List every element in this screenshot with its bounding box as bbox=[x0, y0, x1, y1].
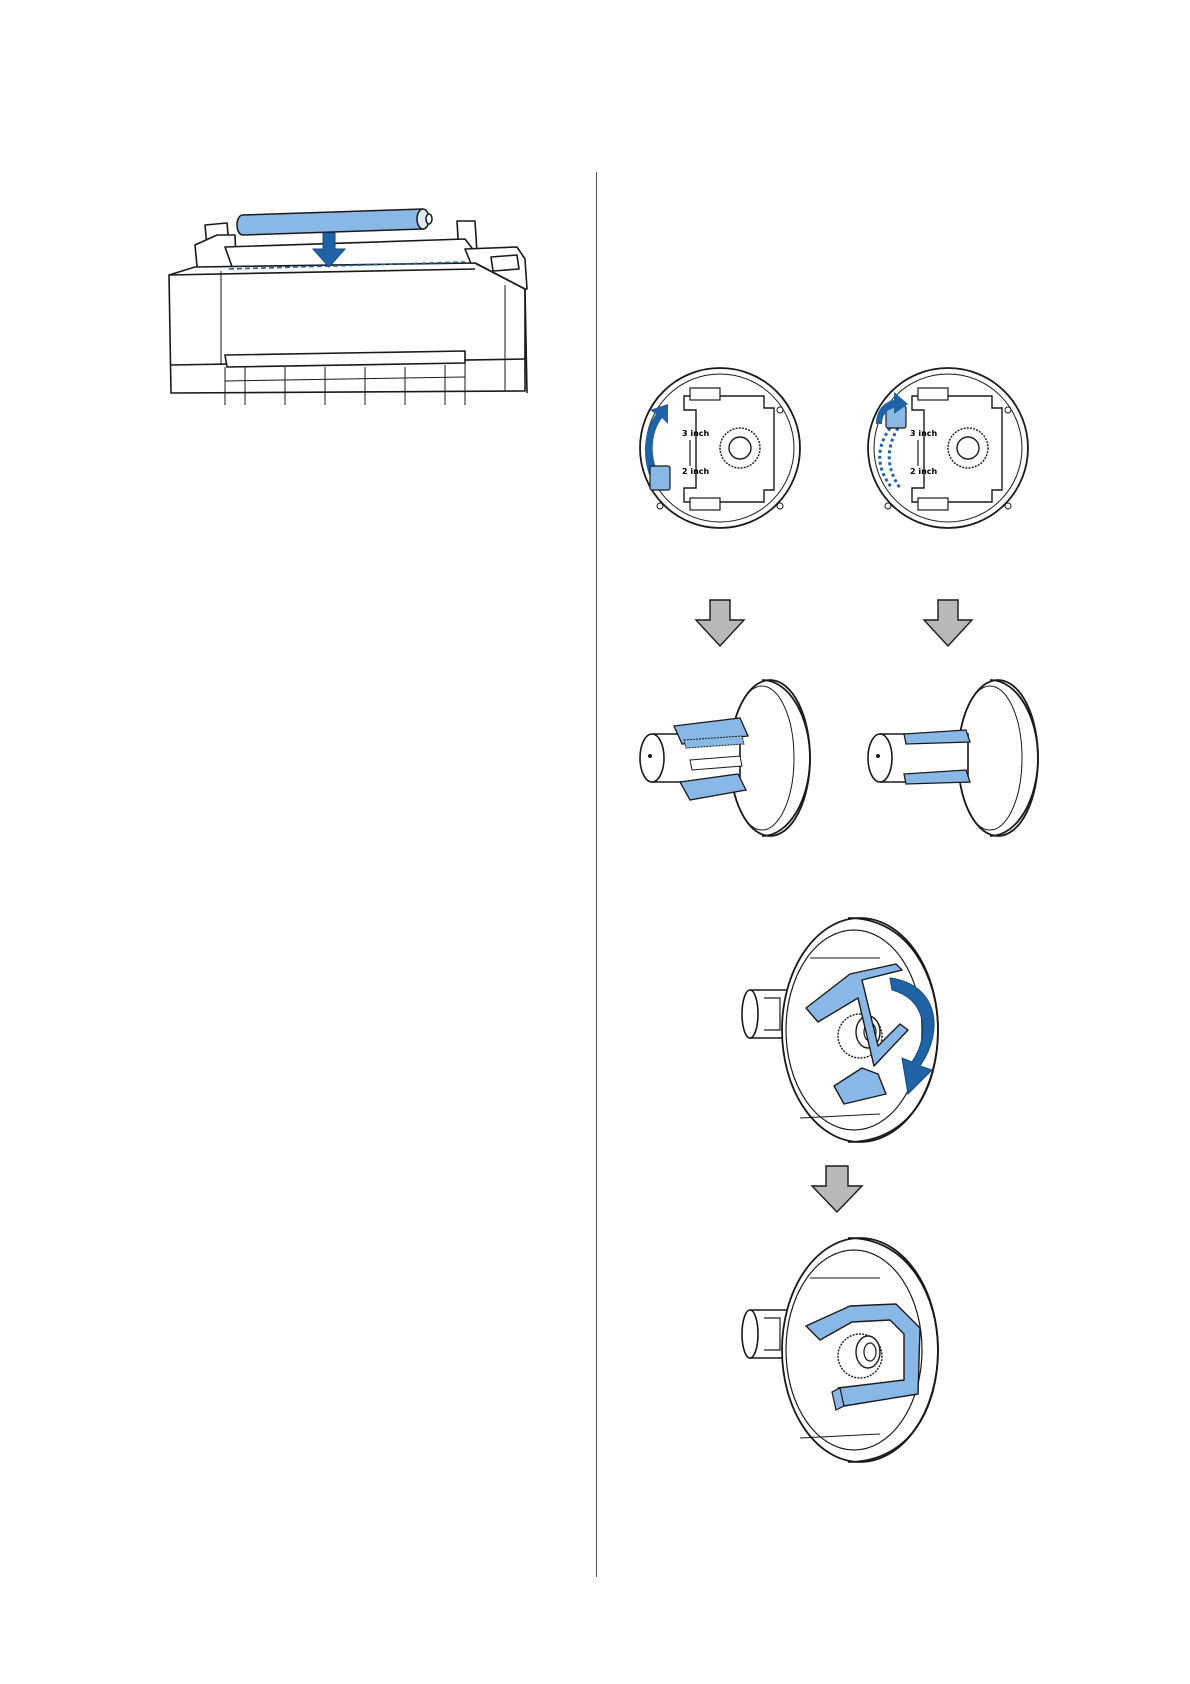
arrow-down-icon bbox=[696, 600, 744, 646]
arrow-down-icon bbox=[924, 600, 972, 646]
adapter-lever-open bbox=[742, 918, 938, 1142]
size-label-2inch: 2 inch bbox=[682, 467, 710, 476]
printer-roll-loading-illustration bbox=[165, 205, 565, 405]
adapter-disc-right: 3 inch 2 inch bbox=[868, 368, 1028, 528]
size-label-3inch: 3 inch bbox=[682, 429, 710, 438]
arrow-down-icon bbox=[812, 1166, 862, 1212]
size-label-2inch-right: 2 inch bbox=[910, 467, 938, 476]
adapter-lever-locked bbox=[742, 1238, 938, 1462]
column-divider bbox=[596, 172, 597, 1577]
roll-adapter-lock-lever-illustration bbox=[740, 918, 1010, 1483]
adapter-side-left bbox=[640, 680, 810, 836]
adapter-side-right bbox=[868, 680, 1038, 836]
roll-adapter-size-switch-illustration: 3 inch 2 inch 3 inch 2 inch bbox=[630, 368, 1080, 828]
adapter-disc-left: 3 inch 2 inch bbox=[640, 368, 800, 528]
size-label-3inch-right: 3 inch bbox=[910, 429, 938, 438]
